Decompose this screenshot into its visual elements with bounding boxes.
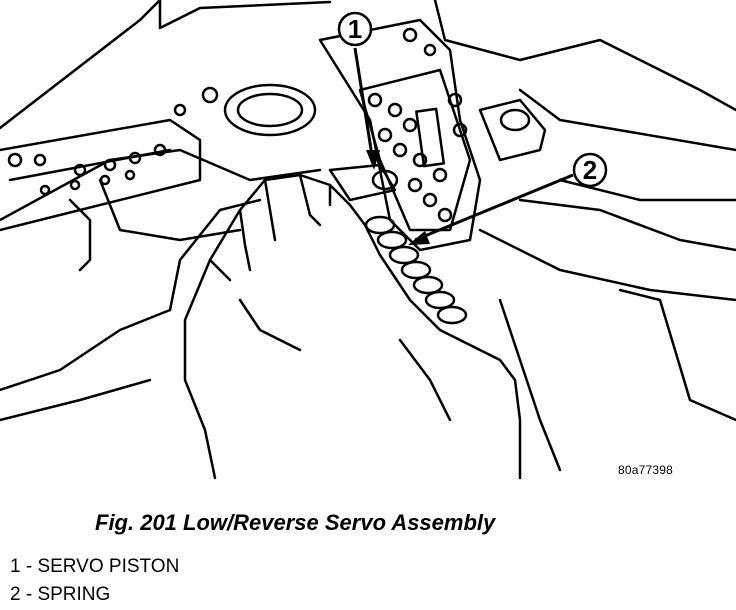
servo-illustration: 1 2 xyxy=(0,0,736,480)
legend-item-2: 2 - SPRING xyxy=(10,584,111,605)
callout-2-number: 2 xyxy=(583,155,597,185)
legend: 1 - SERVO PISTON 2 - SPRING xyxy=(10,553,179,609)
figure-code: 80a77398 xyxy=(618,463,673,477)
legend-item-1: 1 - SERVO PISTON xyxy=(10,556,180,577)
callout-1-number: 1 xyxy=(348,14,362,44)
callout-2: 2 xyxy=(408,152,608,245)
figure-caption: Fig. 201 Low/Reverse Servo Assembly xyxy=(95,510,496,535)
callout-1: 1 xyxy=(337,11,380,170)
